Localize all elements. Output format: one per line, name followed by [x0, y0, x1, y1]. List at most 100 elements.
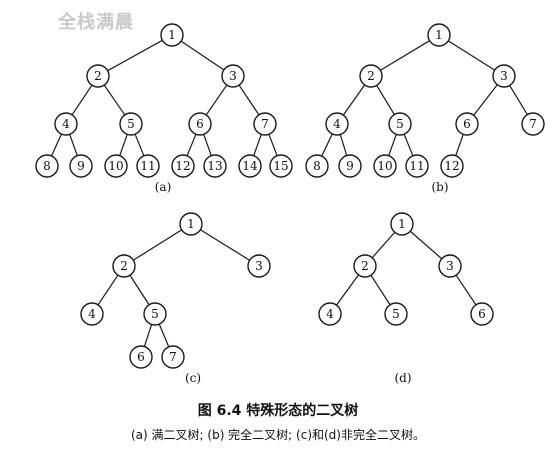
tree-d-node-1: 1 — [390, 212, 414, 236]
tree-node-circle — [305, 154, 329, 178]
tree-node-label: 9 — [77, 159, 85, 173]
tree-a-edge-2-5 — [103, 84, 126, 116]
tree-node-circle — [373, 154, 397, 178]
tree-node-label: 12 — [444, 159, 459, 173]
tree-c-node-4: 4 — [80, 302, 104, 326]
tree-node-circle — [521, 112, 545, 136]
tree-c-edge-2-5 — [129, 274, 150, 306]
tree-node-circle — [353, 254, 377, 278]
tree-node-label: 6 — [463, 117, 471, 131]
tree-a-node-9: 9 — [69, 154, 93, 178]
tree-c-node-5: 5 — [143, 302, 167, 326]
tree-c-node-2: 2 — [112, 254, 136, 278]
tree-node-circle — [269, 154, 293, 178]
tree-b-edge-6-12 — [455, 134, 464, 156]
tree-a-node-13: 13 — [203, 154, 227, 178]
tree-node-label: 6 — [478, 307, 486, 321]
tree-c-node-3: 3 — [247, 254, 271, 278]
tree-b-node-8: 8 — [305, 154, 329, 178]
tree-node-label: 13 — [207, 159, 222, 173]
tree-b-node-7: 7 — [521, 112, 545, 136]
tree-b-node-6: 6 — [455, 112, 479, 136]
tree-b-edge-5-10 — [388, 134, 397, 156]
tree-a-node-10: 10 — [104, 154, 128, 178]
tree-node-label: 2 — [94, 69, 102, 83]
watermark-text: 全栈满晨 — [58, 12, 134, 33]
tree-a-node-7: 7 — [253, 112, 277, 136]
tree-a-edge-2-4 — [71, 84, 93, 116]
tree-d-panel-label: (d) — [394, 371, 411, 385]
panel-labels-layer: (a)(b)(c)(d) — [155, 180, 449, 385]
tree-node-circle — [253, 112, 277, 136]
tree-node-label: 1 — [398, 217, 406, 231]
tree-a-node-3: 3 — [221, 64, 245, 88]
tree-node-circle — [492, 64, 516, 88]
tree-node-label: 5 — [396, 117, 404, 131]
tree-node-circle — [247, 254, 271, 278]
tree-node-label: 3 — [229, 69, 237, 83]
tree-b-node-1: 1 — [427, 23, 451, 47]
tree-node-circle — [161, 345, 185, 369]
tree-node-circle — [86, 64, 110, 88]
tree-a-node-6: 6 — [188, 112, 212, 136]
tree-c-node-6: 6 — [129, 345, 153, 369]
tree-node-circle — [203, 154, 227, 178]
tree-node-label: 1 — [435, 28, 443, 42]
tree-b-edge-1-2 — [380, 40, 430, 71]
tree-node-circle — [54, 112, 78, 136]
tree-a-edge-1-2 — [107, 39, 163, 72]
tree-b-node-5: 5 — [388, 112, 412, 136]
tree-node-label: 7 — [529, 117, 537, 131]
tree-node-label: 10 — [377, 159, 392, 173]
tree-a-edge-3-6 — [205, 84, 228, 116]
tree-d-node-6: 6 — [470, 302, 494, 326]
tree-node-label: 11 — [409, 159, 424, 173]
tree-d-node-4: 4 — [318, 302, 342, 326]
tree-a-edge-7-15 — [268, 134, 278, 156]
tree-d-edge-2-4 — [335, 274, 360, 306]
tree-node-circle — [129, 345, 153, 369]
tree-a-node-4: 4 — [54, 112, 78, 136]
tree-node-label: 5 — [127, 117, 135, 131]
tree-node-circle — [188, 112, 212, 136]
tree-node-label: 9 — [346, 159, 354, 173]
tree-node-label: 8 — [43, 159, 51, 173]
tree-d-edge-2-5 — [370, 274, 391, 306]
tree-node-circle — [440, 154, 464, 178]
tree-node-label: 5 — [392, 307, 400, 321]
tree-b-edge-3-6 — [473, 84, 498, 116]
tree-node-label: 12 — [175, 159, 190, 173]
tree-node-circle — [384, 302, 408, 326]
tree-b-edge-2-5 — [376, 85, 395, 115]
tree-node-label: 11 — [140, 159, 155, 173]
tree-a-edge-4-9 — [69, 134, 78, 156]
tree-c-node-7: 7 — [161, 345, 185, 369]
tree-node-circle — [427, 23, 451, 47]
tree-node-circle — [160, 23, 184, 47]
tree-node-circle — [104, 154, 128, 178]
tree-c-node-1: 1 — [179, 212, 203, 236]
tree-node-label: 7 — [169, 350, 177, 364]
tree-node-circle — [179, 212, 203, 236]
tree-a-edge-6-13 — [203, 134, 212, 156]
tree-node-label: 6 — [196, 117, 204, 131]
tree-b-edge-4-9 — [339, 134, 348, 156]
tree-a-edge-6-12 — [186, 133, 197, 157]
tree-d-node-5: 5 — [384, 302, 408, 326]
tree-node-label: 3 — [446, 259, 454, 273]
tree-b-panel-label: (b) — [431, 180, 448, 194]
tree-node-label: 6 — [137, 350, 145, 364]
tree-node-circle — [455, 112, 479, 136]
tree-node-label: 4 — [62, 117, 70, 131]
figure-caption: (a) 满二叉树; (b) 完全二叉树; (c)和(d)非完全二叉树。 — [131, 428, 425, 442]
tree-d-node-3: 3 — [438, 254, 462, 278]
tree-node-label: 8 — [313, 159, 321, 173]
edges-layer — [50, 39, 528, 348]
tree-d-edge-1-2 — [371, 231, 396, 259]
tree-node-label: 4 — [88, 307, 96, 321]
tree-c-edge-5-6 — [143, 324, 153, 347]
tree-node-circle — [143, 302, 167, 326]
tree-d-edge-3-6 — [455, 274, 477, 306]
tree-d-node-2: 2 — [353, 254, 377, 278]
